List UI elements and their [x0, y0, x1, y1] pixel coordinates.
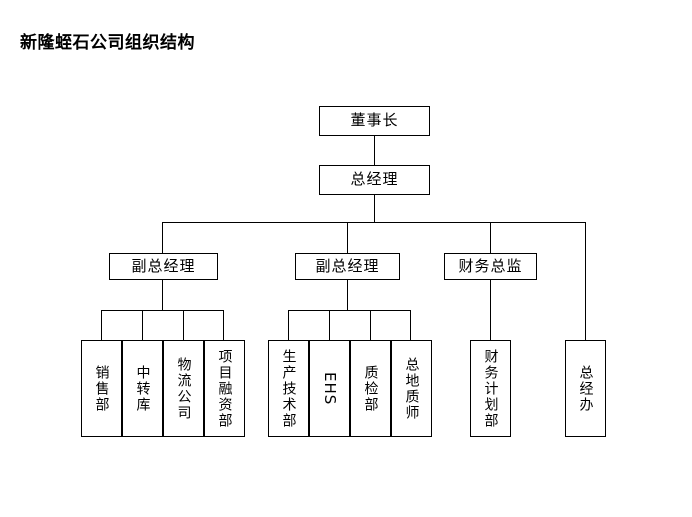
connector-bus-to-deputy-gm-1: [162, 222, 164, 253]
node-production-technology-department-label: 生产技术部: [280, 348, 297, 429]
connector-bus-to-gm-office: [585, 222, 587, 340]
node-ehs[interactable]: EHS: [309, 340, 350, 437]
connector-drop-ehs: [329, 310, 331, 340]
node-ehs-label: EHS: [321, 371, 339, 406]
connector-drop-production-tech: [288, 310, 290, 340]
node-general-manager-office-label: 总经办: [577, 364, 594, 413]
connector-bus-to-deputy-gm-2: [347, 222, 349, 253]
connector-cfo-to-finance-planning: [490, 280, 492, 340]
node-deputy-general-manager-1-label: 副总经理: [131, 256, 196, 275]
connector-sub-bus-group-1: [101, 310, 224, 312]
node-general-manager[interactable]: 总经理: [319, 165, 430, 195]
connector-drop-quality-inspection: [370, 310, 372, 340]
connector-deputy-gm-2-stem: [347, 280, 349, 310]
node-sales-department-label: 销售部: [93, 364, 110, 413]
node-cfo[interactable]: 财务总监: [444, 253, 537, 280]
node-sales-department[interactable]: 销售部: [81, 340, 122, 437]
node-project-financing-department[interactable]: 项目融资部: [204, 340, 245, 437]
connector-drop-sales: [101, 310, 103, 340]
node-chief-geologist[interactable]: 总地质师: [391, 340, 432, 437]
connector-drop-transfer-warehouse: [142, 310, 144, 340]
node-general-manager-label: 总经理: [350, 170, 399, 189]
node-cfo-label: 财务总监: [458, 256, 523, 275]
node-logistics-company[interactable]: 物流公司: [163, 340, 204, 437]
connector-chairman-to-gm: [374, 136, 376, 165]
node-transfer-warehouse[interactable]: 中转库: [122, 340, 163, 437]
connector-deputy-gm-1-stem: [162, 280, 164, 310]
node-deputy-general-manager-2-label: 副总经理: [315, 256, 380, 275]
node-general-manager-office[interactable]: 总经办: [565, 340, 606, 437]
connector-main-bus: [162, 222, 586, 224]
node-deputy-general-manager-2[interactable]: 副总经理: [295, 253, 400, 280]
connector-bus-to-cfo: [490, 222, 492, 253]
node-transfer-warehouse-label: 中转库: [134, 364, 151, 413]
node-quality-inspection-department-label: 质检部: [362, 364, 379, 413]
node-chairman-label: 董事长: [350, 111, 399, 130]
node-production-technology-department[interactable]: 生产技术部: [268, 340, 309, 437]
page-title: 新隆蛭石公司组织结构: [20, 33, 195, 53]
node-chairman[interactable]: 董事长: [319, 106, 430, 136]
connector-drop-project-finance: [223, 310, 225, 340]
node-finance-planning-department-label: 财务计划部: [482, 348, 499, 429]
connector-gm-stem: [374, 195, 376, 222]
node-logistics-company-label: 物流公司: [175, 356, 192, 421]
node-chief-geologist-label: 总地质师: [403, 356, 420, 421]
node-deputy-general-manager-1[interactable]: 副总经理: [109, 253, 218, 280]
connector-drop-chief-geologist: [410, 310, 412, 340]
node-finance-planning-department[interactable]: 财务计划部: [470, 340, 511, 437]
connector-sub-bus-group-2: [288, 310, 411, 312]
node-project-financing-department-label: 项目融资部: [216, 348, 233, 429]
connector-drop-logistics: [183, 310, 185, 340]
node-quality-inspection-department[interactable]: 质检部: [350, 340, 391, 437]
